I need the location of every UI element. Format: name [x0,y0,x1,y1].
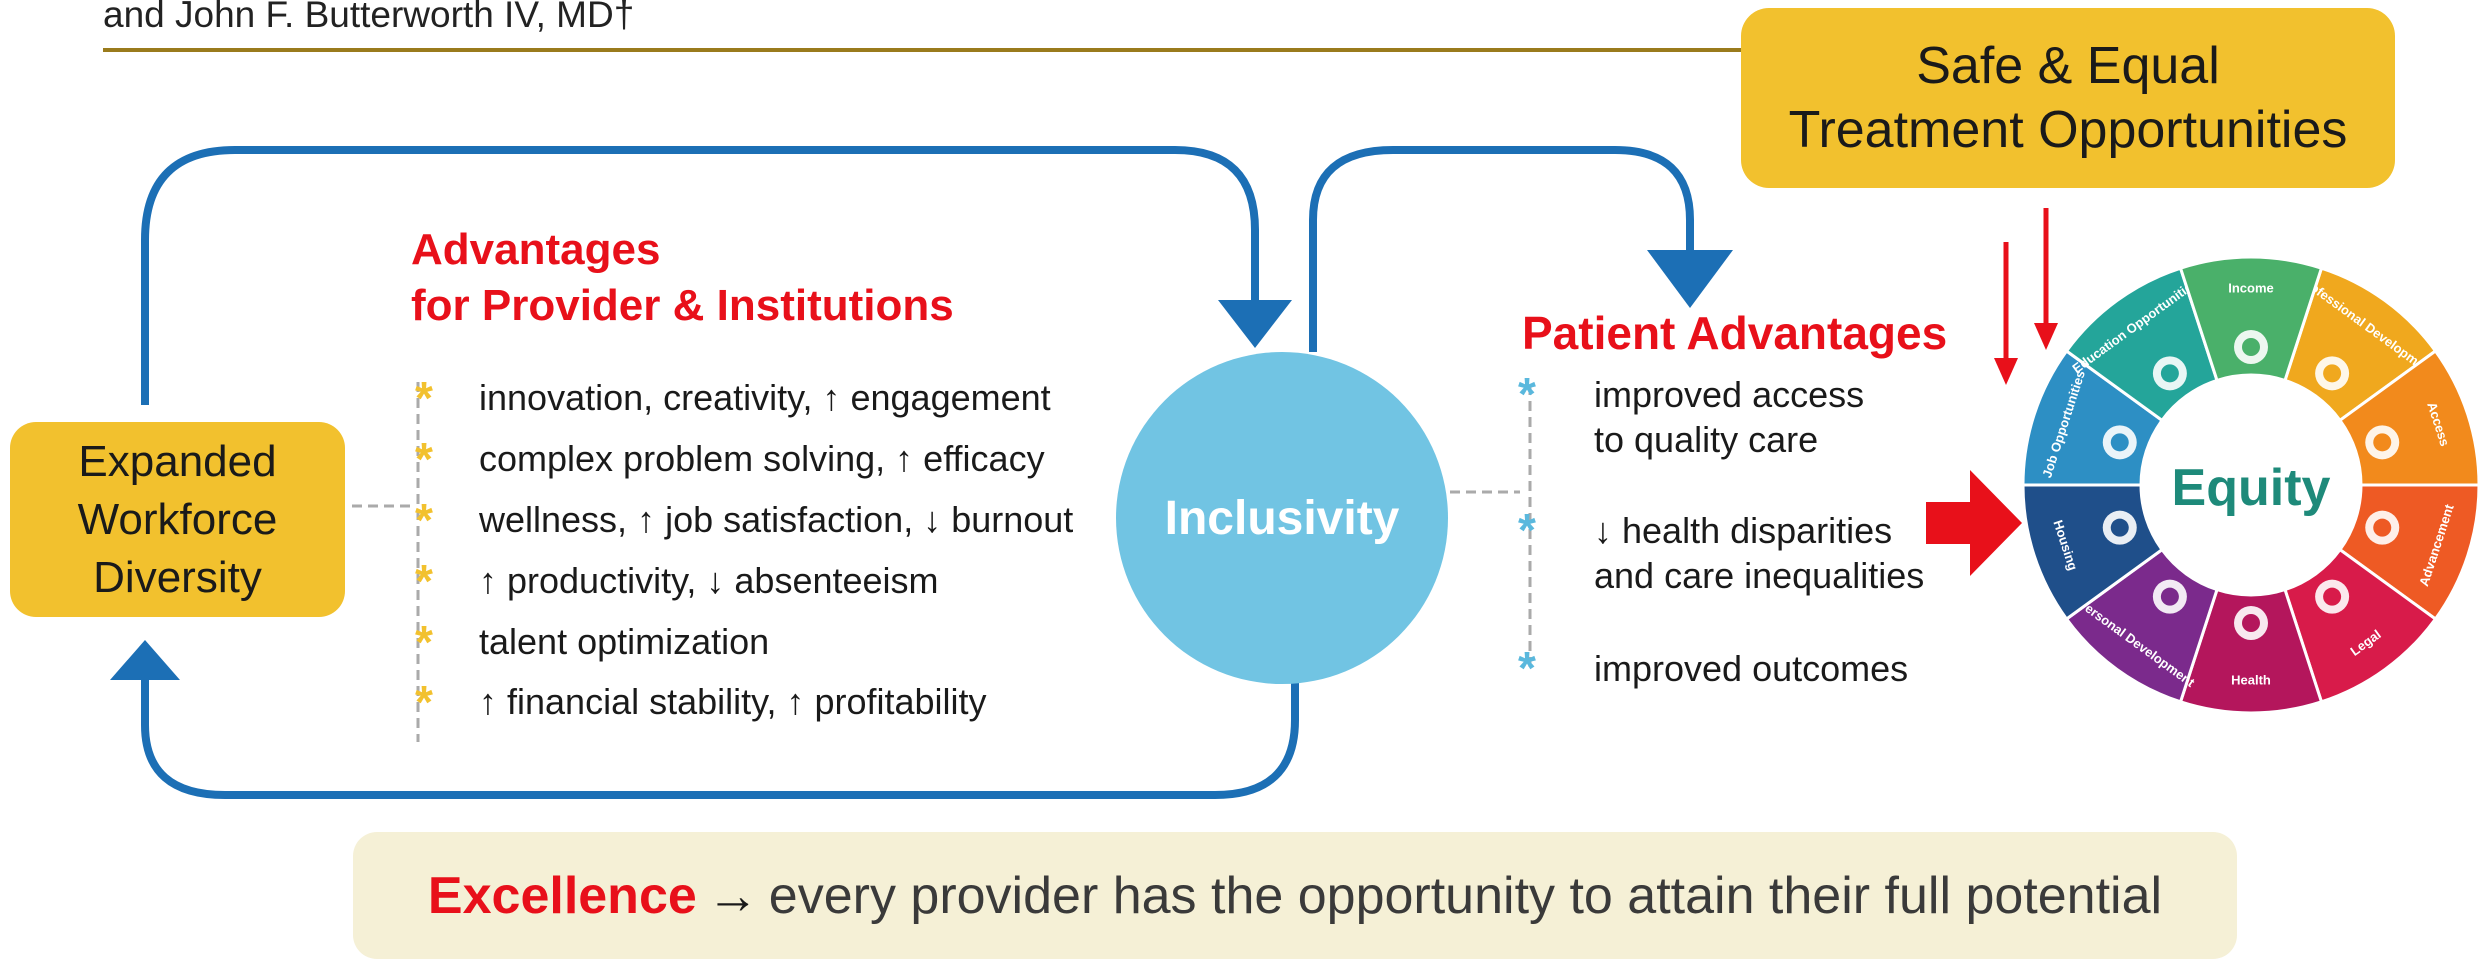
author-line: and John F. Butterworth IV, MD† [103,0,635,35]
patient-item-text: ↓ health disparities and care inequaliti… [1594,508,1924,598]
patient-item: * improved outcomes [1518,642,1908,694]
loop-top-left [141,146,1259,405]
right-arrow-icon: → [706,866,759,925]
wheel-segment-icon-inner [2373,518,2392,537]
safe-equal-box: Safe & Equal Treatment Opportunities [1741,8,2395,188]
workforce-line-1: Expanded [78,436,277,486]
arrow-up-workforce [110,640,180,680]
provider-title-line-1: Advantages [411,225,661,274]
provider-advantages-title: Advantages for Provider & Institutions [411,222,954,334]
equity-wheel-center [2143,377,2359,593]
patient-item: * ↓ health disparities and care inequali… [1518,504,1924,598]
provider-item: * innovation, creativity, ↑ engagement [415,368,1051,428]
patient-item-line: ↓ health disparities [1594,510,1893,551]
safe-line-2: Treatment Opportunities [1788,101,2348,159]
header-rule [103,48,1753,52]
patient-item-text: improved outcomes [1594,646,1908,691]
excellence-banner: Excellence → every provider has the oppo… [353,832,2237,959]
red-arrow-equity [1926,470,2022,576]
safe-line-1: Safe & Equal [1916,37,2220,95]
asterisk-icon: * [1518,368,1536,420]
patient-item-text: improved access to quality care [1594,372,1864,462]
asterisk-icon: * [415,676,433,728]
workforce-line-2: Workforce [77,494,278,544]
asterisk-icon: * [1518,642,1536,694]
provider-item: * wellness, ↑ job satisfaction, ↓ burnou… [415,490,1073,550]
wheel-segment-icon-inner [2160,364,2179,383]
wheel-segment-label: Income [2228,280,2274,295]
patient-advantages-title: Patient Advantages [1522,307,1948,359]
equity-center-label: Equity [2172,459,2331,517]
provider-item-text: ↑ productivity, ↓ absenteeism [479,560,939,601]
asterisk-icon: * [415,555,433,607]
wheel-segment-icon-inner [2323,587,2342,606]
asterisk-icon: * [415,494,433,546]
red-arrow-2-head [2034,323,2058,350]
wheel-segment-icon-inner [2110,433,2129,452]
red-arrow-1-head [1994,358,2018,385]
safe-equal-label: Safe & Equal Treatment Opportunities [1789,34,2348,162]
provider-item: * ↑ productivity, ↓ absenteeism [415,551,939,611]
loop-right [1309,146,1694,352]
patient-item-line: to quality care [1594,419,1819,460]
provider-item-text: wellness, ↑ job satisfaction, ↓ burnout [479,499,1074,540]
provider-item-text: talent optimization [479,621,770,662]
asterisk-icon: * [415,433,433,485]
workforce-line-3: Diversity [93,552,262,602]
provider-item: * ↑ financial stability, ↑ profitability [415,672,987,732]
wheel-segment-icon-inner [2373,433,2392,452]
patient-item: * improved access to quality care [1518,368,1864,462]
equity-wheel: Professional DevelopmentAccessAdvancemen… [2021,255,2481,715]
asterisk-icon: * [415,616,433,668]
arrow-down-inclusivity [1218,300,1292,348]
loop-bottom [141,680,1299,799]
wheel-segment-label: Health [2231,672,2271,687]
wheel-segment-icon-inner [2160,587,2179,606]
wheel-segment [2178,255,2324,383]
provider-item-text: innovation, creativity, ↑ engagement [479,377,1051,418]
wheel-segment-icon-inner [2242,614,2260,632]
workforce-diversity-box: Expanded Workforce Diversity [10,422,345,617]
wheel-segment-icon-inner [2242,338,2260,356]
asterisk-icon: * [415,372,433,424]
inclusivity-circle: Inclusivity [1116,352,1448,684]
patient-item-line: and care inequalities [1594,555,1925,596]
wheel-segment-icon-inner [2323,364,2342,383]
provider-item: * talent optimization [415,612,769,672]
arrow-down-patient [1647,250,1733,308]
wheel-segment-icon-inner [2110,518,2129,537]
patient-item-line: improved access [1594,374,1865,415]
provider-item: * complex problem solving, ↑ efficacy [415,429,1045,489]
excellence-text: every provider has the opportunity to at… [768,866,2163,925]
asterisk-icon: * [1518,504,1536,556]
provider-item-text: ↑ financial stability, ↑ profitability [479,681,987,722]
equity-wheel-segments: Professional DevelopmentAccessAdvancemen… [2021,255,2481,715]
provider-item-text: complex problem solving, ↑ efficacy [479,438,1045,479]
patient-item-line: improved outcomes [1594,648,1909,689]
inclusivity-label: Inclusivity [1164,491,1400,545]
provider-title-line-2: for Provider & Institutions [411,281,954,330]
workforce-label: Expanded Workforce Diversity [78,433,278,607]
excellence-word: Excellence [427,866,697,925]
